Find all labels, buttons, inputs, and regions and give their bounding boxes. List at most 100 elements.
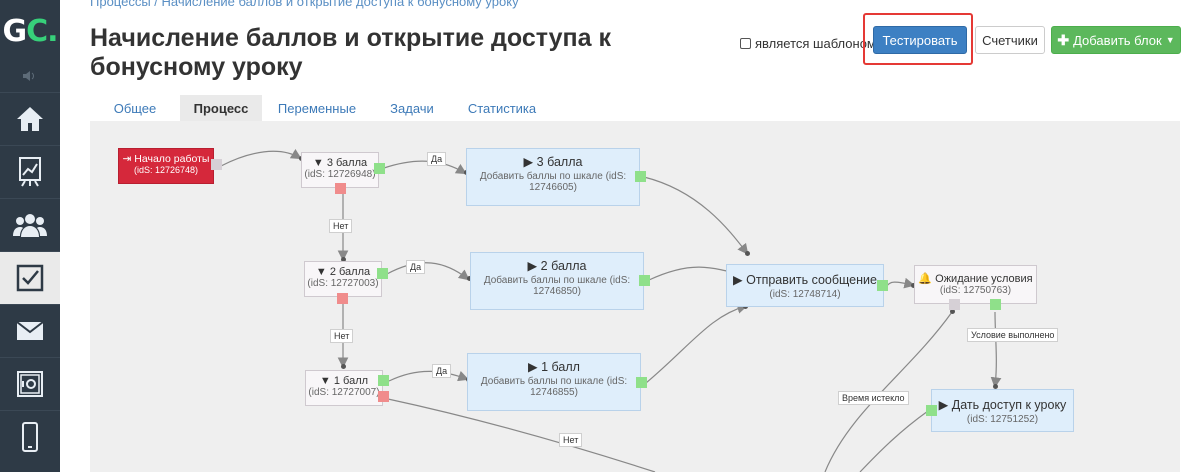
node-add-points-3[interactable]: ▶ 3 балла Добавить баллы по шкале (idS: … bbox=[466, 148, 640, 206]
edge-f1-no bbox=[387, 398, 656, 472]
node-start-title: Начало работы bbox=[134, 153, 210, 165]
node-filter-2-title-row: ▼ 2 балла bbox=[305, 266, 381, 278]
bell-icon: 🔔 bbox=[918, 273, 933, 285]
counters-button[interactable]: Счетчики bbox=[975, 26, 1045, 54]
node-give-access-id: (idS: 12751252) bbox=[966, 414, 1039, 425]
breadcrumb[interactable]: Процессы / Начисление баллов и открытие … bbox=[90, 0, 519, 9]
home-icon[interactable] bbox=[0, 92, 60, 145]
port-yes[interactable] bbox=[378, 375, 389, 386]
node-send-message[interactable]: ▶ Отправить сообщение (idS: 12748714) bbox=[726, 264, 884, 307]
port-out[interactable] bbox=[639, 275, 650, 286]
node-filter-3-title: 3 балла bbox=[326, 157, 368, 169]
sign-in-icon: ⇥ bbox=[122, 153, 132, 165]
filter-icon: ▼ bbox=[312, 157, 324, 169]
filter-icon: ▼ bbox=[319, 375, 331, 387]
port-yes[interactable] bbox=[377, 268, 388, 279]
node-start-port[interactable] bbox=[211, 159, 222, 170]
node-add-points-1-desc: Добавить баллы по шкале (idS: 12746855) bbox=[480, 376, 628, 398]
edge-start-f3 bbox=[220, 148, 302, 167]
users-icon[interactable] bbox=[0, 198, 60, 251]
node-add-points-2-title-row: ▶ 2 балла bbox=[481, 258, 633, 273]
edge-a1-send bbox=[645, 303, 749, 384]
port-timeout[interactable] bbox=[949, 299, 960, 310]
chart-icon[interactable] bbox=[0, 145, 60, 198]
edge-f2-a2 bbox=[386, 262, 470, 281]
node-give-access[interactable]: ▶ Дать доступ к уроку (idS: 12751252) bbox=[931, 389, 1074, 432]
node-wait-condition-title-row: 🔔 Ожидание условия bbox=[915, 272, 1036, 285]
checkbox-box[interactable] bbox=[740, 38, 751, 49]
node-send-message-title-row: ▶ Отправить сообщение bbox=[727, 272, 883, 287]
connector-dot bbox=[993, 384, 998, 389]
port-in[interactable] bbox=[926, 405, 937, 416]
tab-general[interactable]: Общее bbox=[113, 100, 157, 116]
tab-tasks[interactable]: Задачи bbox=[390, 100, 434, 116]
node-add-points-2-desc: Добавить баллы по шкале (idS: 12746850) bbox=[483, 275, 631, 297]
node-add-points-3-title: 3 балла bbox=[536, 155, 583, 169]
port-no[interactable] bbox=[337, 293, 348, 304]
node-filter-2-id: (idS: 12727003) bbox=[307, 278, 379, 289]
plus-icon: ✚ bbox=[1057, 31, 1070, 48]
port-out[interactable] bbox=[877, 280, 888, 291]
edge-f3-a3 bbox=[383, 160, 467, 175]
node-give-access-title: Дать доступ к уроку bbox=[951, 398, 1067, 412]
node-add-points-2[interactable]: ▶ 2 балла Добавить баллы по шкале (idS: … bbox=[470, 252, 644, 310]
port-out[interactable] bbox=[635, 171, 646, 182]
node-add-points-1-title: 1 балл bbox=[541, 360, 580, 374]
edge-label-yes: Да bbox=[432, 364, 452, 378]
port-condition-met[interactable] bbox=[990, 299, 1001, 310]
node-filter-1-id: (idS: 12727007) bbox=[308, 387, 380, 398]
edges-layer bbox=[220, 148, 1002, 472]
mail-icon[interactable] bbox=[0, 304, 60, 357]
add-block-label: Добавить блок bbox=[1073, 32, 1162, 48]
edge-label-yes: Да bbox=[427, 152, 447, 166]
tab-variables[interactable]: Переменные bbox=[277, 100, 357, 116]
connector-dot bbox=[341, 257, 346, 262]
template-checkbox[interactable]: является шаблоном bbox=[740, 36, 876, 51]
port-yes[interactable] bbox=[374, 163, 385, 174]
node-wait-condition[interactable]: 🔔 Ожидание условия (idS: 12750763) bbox=[914, 265, 1037, 304]
play-icon: ▶ bbox=[528, 360, 538, 374]
connector-dot bbox=[911, 283, 916, 288]
node-filter-2[interactable]: ▼ 2 балла (idS: 12727003) bbox=[304, 261, 382, 297]
filter-icon: ▼ bbox=[315, 266, 327, 278]
play-icon: ▶ bbox=[733, 273, 743, 287]
edge-a3-send bbox=[643, 176, 749, 255]
edge-f1-a1 bbox=[388, 370, 470, 382]
edge-label-yes: Да bbox=[406, 260, 426, 274]
logo-g: G bbox=[2, 13, 27, 49]
safe-icon[interactable] bbox=[0, 357, 60, 410]
logo-c: C bbox=[26, 13, 48, 49]
play-icon: ▶ bbox=[938, 398, 949, 412]
port-no[interactable] bbox=[378, 391, 389, 402]
caret-down-icon: ▼ bbox=[1165, 35, 1175, 45]
add-block-button[interactable]: ✚ Добавить блок ▼ bbox=[1051, 26, 1181, 54]
node-filter-1[interactable]: ▼ 1 балл (idS: 12727007) bbox=[305, 370, 383, 406]
edge-label-condition-met: Условие выполнено bbox=[967, 328, 1059, 342]
template-checkbox-label: является шаблоном bbox=[755, 36, 876, 51]
node-give-access-title-row: ▶ Дать доступ к уроку bbox=[932, 397, 1073, 412]
node-start[interactable]: ⇥ Начало работы (idS: 12726748) bbox=[118, 148, 214, 184]
edge-label-no: Нет bbox=[559, 433, 583, 447]
process-canvas[interactable]: Да Нет Да Нет Да Нет Условие выполнено В… bbox=[90, 121, 1180, 472]
node-add-points-2-title: 2 балла bbox=[540, 259, 587, 273]
tasks-icon[interactable] bbox=[0, 251, 60, 304]
speaker-icon[interactable] bbox=[0, 62, 60, 90]
test-button[interactable]: Тестировать bbox=[873, 26, 967, 54]
phone-icon[interactable] bbox=[0, 410, 60, 463]
node-send-message-title: Отправить сообщение bbox=[746, 273, 877, 287]
tab-process[interactable]: Процесс bbox=[180, 95, 262, 121]
edge-label-no: Нет bbox=[329, 219, 353, 233]
connector-dot bbox=[341, 364, 346, 369]
tab-statistics[interactable]: Статистика bbox=[467, 100, 537, 116]
node-wait-condition-id: (idS: 12750763) bbox=[939, 285, 1012, 296]
node-start-title-row: ⇥ Начало работы bbox=[119, 153, 213, 165]
edge-access-back bbox=[859, 410, 929, 472]
node-add-points-1[interactable]: ▶ 1 балл Добавить баллы по шкале (idS: 1… bbox=[467, 353, 641, 411]
port-out[interactable] bbox=[636, 377, 647, 388]
port-no[interactable] bbox=[335, 183, 346, 194]
node-filter-3[interactable]: ▼ 3 балла (idS: 12726948) bbox=[301, 152, 379, 188]
node-filter-3-id: (idS: 12726948) bbox=[304, 169, 376, 180]
play-icon: ▶ bbox=[523, 155, 534, 169]
